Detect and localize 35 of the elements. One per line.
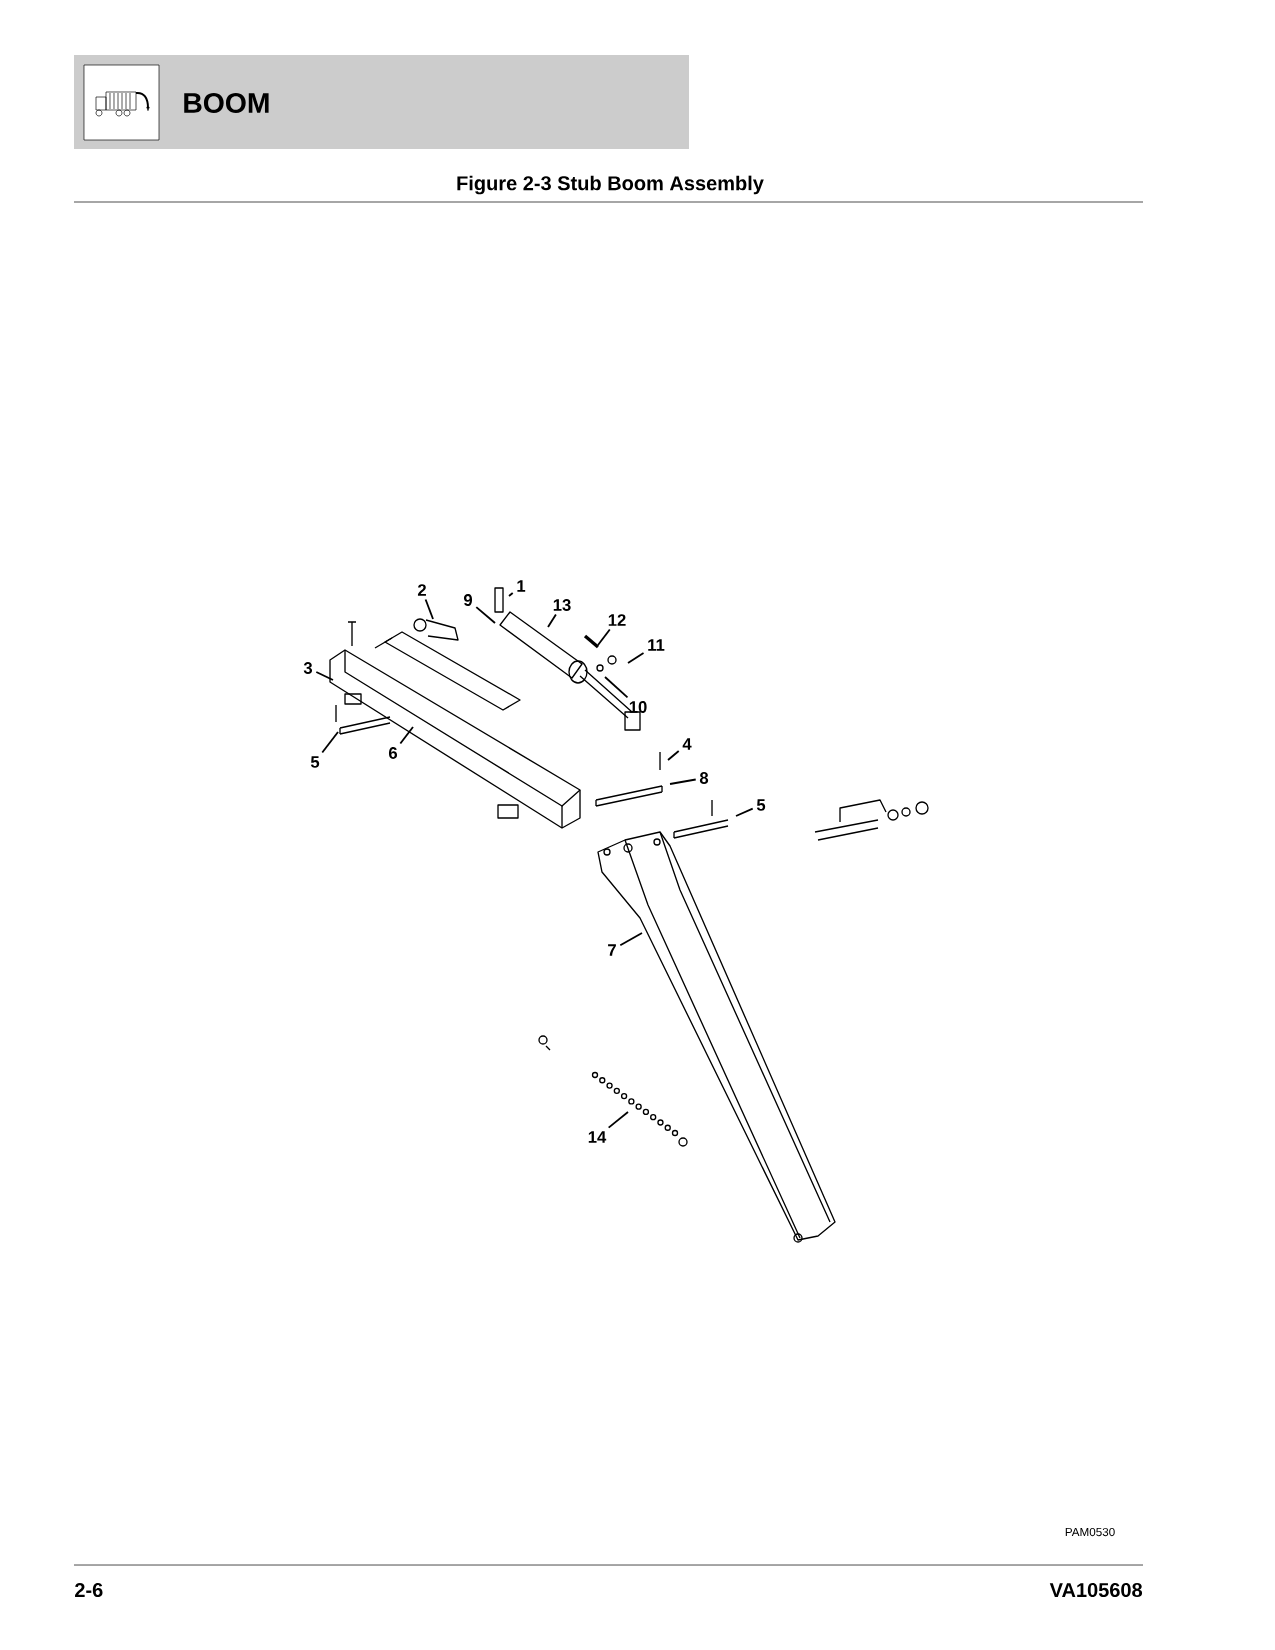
leader-line: [627, 652, 645, 664]
callout-number: 6: [388, 747, 398, 759]
page-number: 2-6: [75, 1582, 103, 1598]
leader-line: [607, 1111, 629, 1129]
callout-number: 5: [756, 799, 766, 811]
callout-number: 4: [682, 738, 692, 750]
figure-caption: Figure 2-3 Stub Boom Assembly: [457, 175, 764, 195]
callout-number: 5: [310, 756, 320, 768]
callout-number: 8: [699, 772, 709, 784]
document-number: VA105608: [1049, 1582, 1143, 1598]
callout-number: 12: [608, 614, 626, 626]
leader-line: [321, 731, 339, 754]
leader-line: [547, 613, 557, 628]
leader-line: [619, 932, 643, 947]
callout-number: 1: [517, 580, 526, 592]
callout-number: 3: [303, 662, 313, 674]
callout-number: 7: [608, 944, 616, 956]
leader-line: [315, 671, 334, 681]
leader-line: [424, 598, 434, 620]
section-title: BOOM: [184, 92, 269, 114]
leader-line: [604, 676, 629, 699]
callout-number: 2: [417, 584, 426, 596]
leader-line: [667, 750, 680, 761]
callout-number: 10: [629, 701, 647, 713]
callout-number: 14: [588, 1131, 607, 1143]
leader-line: [597, 628, 611, 646]
callout-number: 11: [648, 639, 665, 651]
leader-line: [475, 606, 496, 624]
leader-line: [508, 592, 514, 597]
leader-line: [735, 807, 754, 817]
leader-line: [669, 778, 697, 785]
callout-number: 9: [463, 594, 472, 606]
leader-line: [399, 726, 414, 745]
drawing-number: PAM0530: [1065, 1527, 1115, 1537]
callout-number: 13: [553, 599, 571, 611]
